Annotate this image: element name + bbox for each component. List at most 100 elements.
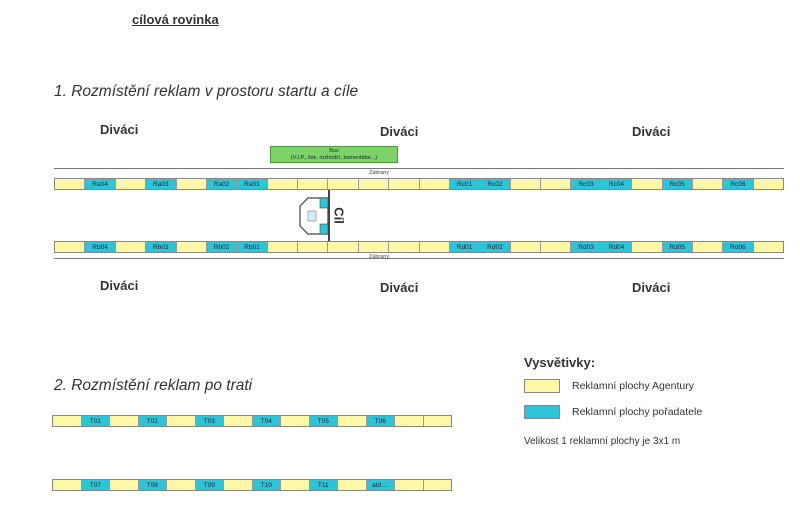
ad-space-atd: atd ... [366, 480, 395, 490]
ad-space-rc02: Rc02 [480, 179, 511, 189]
ad-space-rc04: Rc04 [601, 179, 633, 189]
ad-space-agency [281, 480, 310, 490]
ad-space-agency [338, 416, 367, 426]
ad-space-agency [176, 242, 207, 252]
ad-space-agency [53, 480, 82, 490]
ad-space-rd01: Rd01 [449, 242, 481, 252]
ad-space-agency [267, 242, 298, 252]
ad-space-agency [423, 480, 451, 490]
section-1-title: 1. Rozmístění reklam v prostoru startu a… [54, 83, 359, 100]
ad-strip-track-1: T01 T02 T03 T04 T05 T06 [52, 415, 452, 427]
ad-space-agency [298, 179, 329, 189]
legend-label-organizer: Reklamní plochy pořadatele [572, 406, 703, 418]
legend-label-agency: Reklamní plochy Agentury [572, 380, 694, 392]
ad-space-rb03: Rb03 [146, 242, 177, 252]
ad-space-rb04: Rb04 [85, 242, 116, 252]
ad-space-t10: T10 [252, 480, 281, 490]
ad-space-t06: T06 [366, 416, 395, 426]
spectators-label-bottom-left: Diváci [100, 278, 139, 293]
spectators-label-bottom-right: Diváci [632, 280, 671, 295]
ad-space-agency [358, 242, 390, 252]
ad-space-agency [419, 179, 450, 189]
ad-space-agency [167, 480, 196, 490]
bus-title: Bus [329, 148, 339, 154]
ad-space-agency [53, 416, 82, 426]
ad-space-agency [328, 179, 359, 189]
ad-space-agency [510, 179, 541, 189]
ad-space-agency [55, 242, 86, 252]
ad-space-rd04: Rd04 [601, 242, 633, 252]
bus-subtitle: (V.I.P., tisk, rozhodčí, komentátor...) [290, 155, 378, 161]
ad-space-agency [328, 242, 359, 252]
spectators-label-bottom-center: Diváci [380, 280, 419, 295]
spectators-label-top-right: Diváci [632, 124, 671, 139]
ad-space-agency [541, 179, 572, 189]
legend-swatch-organizer [524, 405, 560, 419]
ad-space-rc03: Rc03 [571, 179, 602, 189]
ad-space-agency [692, 179, 724, 189]
ad-space-rd06: Rd06 [723, 242, 754, 252]
ad-space-agency [298, 242, 329, 252]
bus-box: Bus (V.I.P., tisk, rozhodčí, komentátor.… [270, 146, 398, 163]
ad-space-agency [753, 179, 783, 189]
ad-space-ra04: Ra04 [85, 179, 116, 189]
finish-gate-icon [299, 197, 329, 235]
ad-space-agency [389, 242, 420, 252]
ad-space-agency [115, 242, 147, 252]
ad-space-ra02: Ra02 [206, 179, 238, 189]
page-heading: cílová rovinka [132, 12, 219, 27]
ad-space-agency [167, 416, 196, 426]
ad-space-agency [753, 242, 783, 252]
ad-space-agency [692, 242, 724, 252]
ad-space-agency [358, 179, 390, 189]
spectators-label-top-center: Diváci [380, 124, 419, 139]
legend-swatch-agency [524, 379, 560, 393]
ad-space-agency [281, 416, 310, 426]
ad-space-t02: T02 [138, 416, 167, 426]
ad-space-rd03: Rd03 [571, 242, 602, 252]
ad-space-agency [338, 480, 367, 490]
ad-space-t04: T04 [252, 416, 281, 426]
ad-space-agency [510, 242, 541, 252]
ad-space-rc05: Rc05 [662, 179, 693, 189]
finish-label: Cíl [331, 207, 347, 224]
ad-space-agency [115, 179, 147, 189]
ad-space-ra01: Ra01 [237, 179, 268, 189]
ad-space-t11: T11 [309, 480, 338, 490]
barrier-line-bottom [54, 258, 784, 259]
ad-space-agency [389, 179, 420, 189]
ad-space-agency [110, 416, 139, 426]
ad-space-rd05: Rd05 [662, 242, 693, 252]
ad-space-agency [224, 416, 253, 426]
ad-space-agency [176, 179, 207, 189]
legend-title: Vysvětivky: [524, 355, 596, 370]
ad-space-t05: T05 [309, 416, 338, 426]
ad-space-t03: T03 [195, 416, 224, 426]
ad-space-ra03: Ra03 [146, 179, 177, 189]
spectators-label-top-left: Diváci [100, 122, 139, 137]
ad-space-agency [224, 480, 253, 490]
ad-space-agency [267, 179, 298, 189]
ad-space-agency [423, 416, 451, 426]
ad-space-rb01: Rb01 [237, 242, 268, 252]
ad-space-agency [632, 179, 663, 189]
ad-space-agency [395, 416, 424, 426]
ad-space-t07: T07 [81, 480, 110, 490]
ad-space-rc01: Rc01 [449, 179, 481, 189]
ad-space-t01: T01 [81, 416, 110, 426]
ad-space-rb02: Rb02 [206, 242, 238, 252]
ad-space-agency [110, 480, 139, 490]
ad-space-agency [419, 242, 450, 252]
finish-line [328, 190, 330, 242]
ad-space-agency [541, 242, 572, 252]
ad-space-rc06: Rc06 [723, 179, 754, 189]
ad-space-agency [55, 179, 86, 189]
ad-space-t09: T09 [195, 480, 224, 490]
barrier-label-bottom: Zábrany [368, 254, 390, 260]
ad-space-agency [632, 242, 663, 252]
barrier-line-top [54, 168, 784, 169]
